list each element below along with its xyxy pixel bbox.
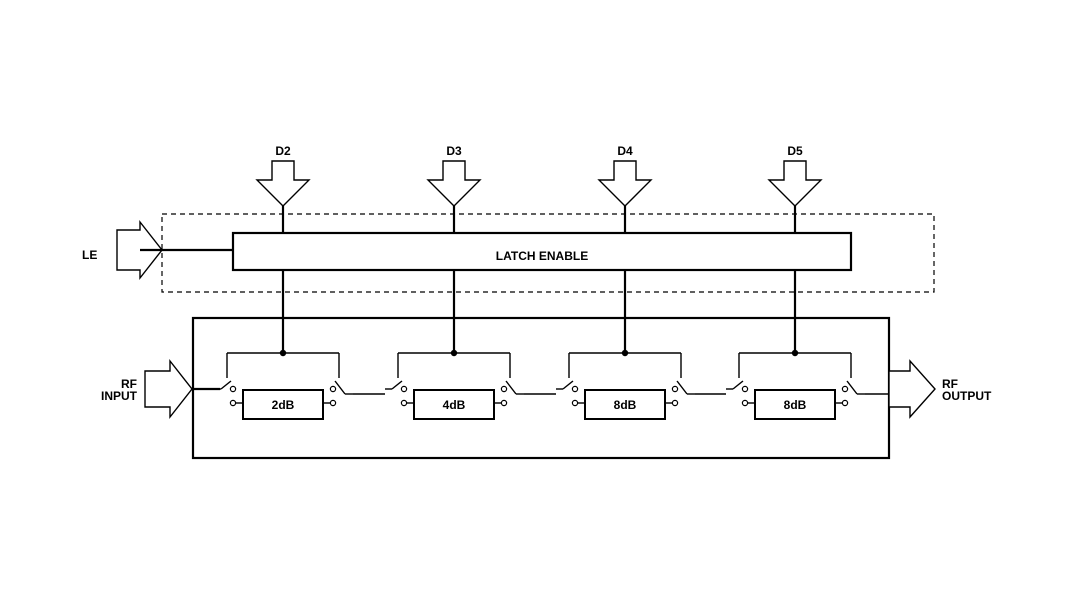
switch-contact bbox=[741, 385, 749, 393]
junction-dot bbox=[621, 349, 629, 357]
switch-contact bbox=[671, 385, 679, 393]
switch-blade-right bbox=[676, 380, 688, 395]
attenuator-stages: D2 2dB D3 4dB D4 8dB D5 8dB bbox=[192, 144, 889, 420]
data-bit-arrow bbox=[255, 160, 311, 207]
attenuator-block bbox=[191, 316, 891, 460]
switch-contact bbox=[841, 399, 849, 407]
switch-blade-left bbox=[562, 380, 574, 390]
switch-blade-right bbox=[334, 380, 346, 395]
switch-contact bbox=[500, 399, 508, 407]
switch-contact bbox=[400, 399, 408, 407]
attenuator-label: 2dB bbox=[272, 398, 295, 412]
switch-contact bbox=[741, 399, 749, 407]
latch-enable-label: LATCH ENABLE bbox=[496, 249, 588, 263]
data-bit-arrow bbox=[426, 160, 482, 207]
switch-contact bbox=[229, 385, 237, 393]
rf-output-label-line2: OUTPUT bbox=[942, 389, 992, 403]
switch-blade-left bbox=[732, 380, 744, 390]
rf-output-arrow bbox=[888, 359, 936, 419]
switch-blade-left bbox=[220, 380, 232, 390]
switch-contact bbox=[400, 385, 408, 393]
data-bit-label: D2 bbox=[275, 144, 291, 158]
latch-boundary bbox=[161, 213, 935, 293]
attenuator-box bbox=[584, 389, 666, 420]
attenuator-box bbox=[754, 389, 836, 420]
attenuator-box bbox=[242, 389, 324, 420]
data-bit-label: D4 bbox=[617, 144, 633, 158]
attenuator-label: 4dB bbox=[443, 398, 466, 412]
rf-input-label-line2: INPUT bbox=[101, 389, 138, 403]
switch-contact bbox=[500, 385, 508, 393]
data-bit-label: D3 bbox=[446, 144, 462, 158]
data-bit-arrow bbox=[767, 160, 823, 207]
data-bit-arrow bbox=[597, 160, 653, 207]
rf-output-label-line1: RF bbox=[942, 377, 958, 391]
latch-enable-box bbox=[231, 231, 853, 272]
data-bit-label: D5 bbox=[787, 144, 803, 158]
switch-contact bbox=[329, 399, 337, 407]
switch-contact bbox=[571, 399, 579, 407]
switch-contact bbox=[571, 385, 579, 393]
junction-dot bbox=[791, 349, 799, 357]
attenuator-box bbox=[413, 389, 495, 420]
rf-input-label-line1: RF bbox=[121, 377, 137, 391]
junction-dot bbox=[279, 349, 287, 357]
le-label: LE bbox=[82, 248, 97, 262]
le-input-arrow bbox=[116, 219, 233, 281]
attenuator-label: 8dB bbox=[614, 398, 637, 412]
rf-input-arrow bbox=[144, 358, 193, 420]
switch-contact bbox=[841, 385, 849, 393]
attenuator-label: 8dB bbox=[784, 398, 807, 412]
switch-contact bbox=[329, 385, 337, 393]
switch-blade-right bbox=[505, 380, 517, 395]
switch-blade-left bbox=[391, 380, 403, 390]
switch-contact bbox=[229, 399, 237, 407]
switch-contact bbox=[671, 399, 679, 407]
junction-dot bbox=[450, 349, 458, 357]
switch-blade-right bbox=[846, 380, 858, 395]
